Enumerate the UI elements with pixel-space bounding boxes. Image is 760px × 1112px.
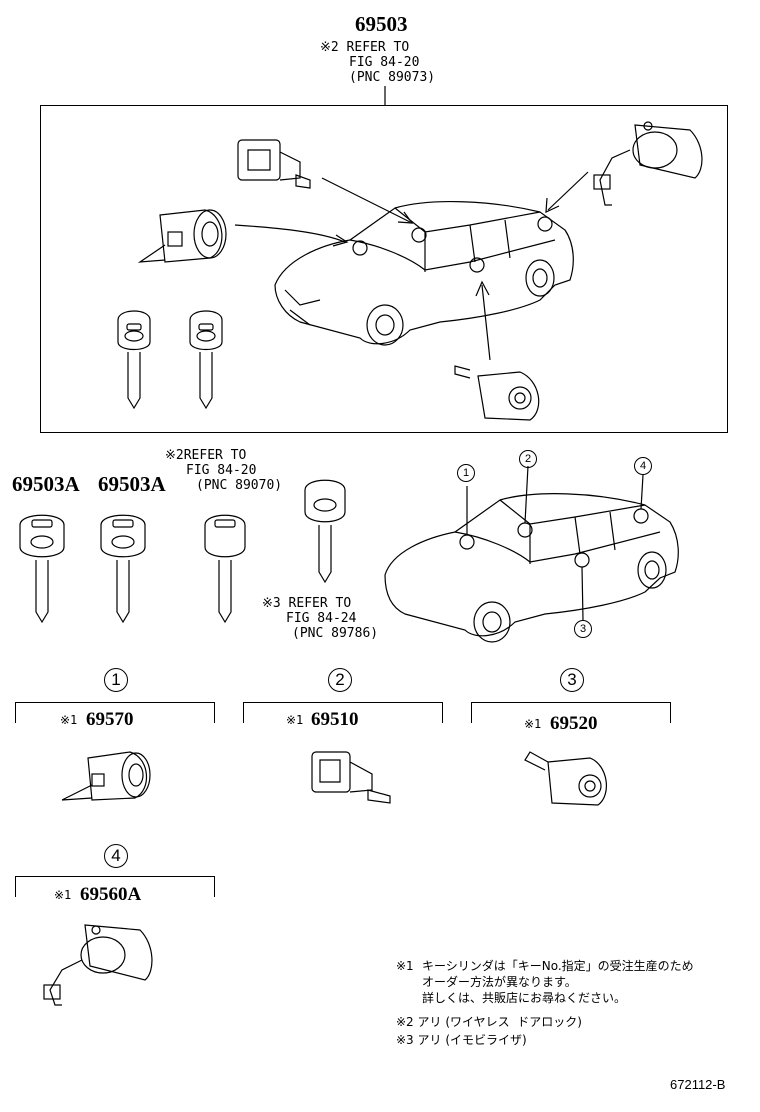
group-1-mark: ※1 bbox=[60, 713, 78, 727]
group-4-mark: ※1 bbox=[54, 888, 72, 902]
key-a-part-number: 69503A bbox=[12, 472, 80, 496]
note2: ※2 アリ (ワイヤレス ドアロック) bbox=[396, 1015, 582, 1029]
key-69503A-a bbox=[19, 514, 65, 624]
group-2-circle: 2 bbox=[328, 668, 352, 692]
key-refer-89070 bbox=[204, 514, 246, 624]
key-69503A-b bbox=[100, 514, 146, 624]
key-refer2-line2: FIG 84-20 bbox=[186, 463, 257, 478]
car-callout-3: 3 bbox=[574, 620, 592, 638]
note1-line2: オーダー方法が異なります。 bbox=[422, 975, 577, 989]
group-3-mark: ※1 bbox=[524, 717, 542, 731]
key-b-part-number: 69503A bbox=[98, 472, 166, 496]
top-key-left bbox=[117, 310, 151, 410]
part-69510-sketch bbox=[311, 751, 391, 804]
note1-line1: キーシリンダは「キーNo.指定」の受注生産のため bbox=[422, 959, 694, 973]
group-3-circle: 3 bbox=[560, 668, 584, 692]
key-refer2-line1: ※2REFER TO bbox=[165, 448, 247, 463]
key-refer2-line3: (PNC 89070) bbox=[196, 478, 283, 493]
key-refer3-line2: FIG 84-24 bbox=[286, 611, 357, 626]
top-door-cylinder-part bbox=[237, 139, 311, 189]
car-top-illustration bbox=[274, 201, 574, 346]
note1-line3: 詳しくは、共販店にお尋ねください。 bbox=[422, 991, 627, 1005]
group-1-part-number: 69570 bbox=[86, 709, 134, 730]
group-2-part-number: 69510 bbox=[311, 709, 359, 730]
car-callout-1: 1 bbox=[457, 464, 475, 482]
top-refer-line1: ※2 REFER TO bbox=[320, 40, 410, 55]
top-refer-line3: (PNC 89073) bbox=[349, 70, 436, 85]
top-ignition-cylinder-part bbox=[137, 209, 227, 263]
top-part-number: 69503 bbox=[355, 12, 408, 36]
top-key-right bbox=[189, 310, 223, 410]
group-4-bracket bbox=[15, 876, 215, 897]
key-refer-89786 bbox=[304, 479, 346, 584]
car-callout-4: 4 bbox=[634, 457, 652, 475]
group-4-circle: 4 bbox=[104, 844, 128, 868]
car-callout-2: 2 bbox=[519, 450, 537, 468]
group-2-bracket bbox=[243, 702, 443, 723]
top-refer-line2: FIG 84-20 bbox=[349, 55, 420, 70]
car-middle-illustration bbox=[384, 465, 679, 643]
note1-mark: ※1 bbox=[396, 959, 414, 973]
top-rear-door-cylinder-part bbox=[454, 365, 540, 421]
top-arrows bbox=[234, 171, 589, 361]
part-69570-sketch bbox=[61, 751, 151, 801]
top-trunk-cylinder-part bbox=[593, 121, 703, 206]
group-4-part-number: 69560A bbox=[80, 884, 142, 905]
part-69560A-sketch bbox=[43, 924, 153, 1006]
group-3-bracket bbox=[471, 702, 671, 723]
key-refer3-line3: (PNC 89786) bbox=[292, 626, 379, 641]
group-1-circle: 1 bbox=[104, 668, 128, 692]
figure-id: 672112-B bbox=[670, 1077, 726, 1092]
note3: ※3 アリ (イモビライザ) bbox=[396, 1033, 527, 1047]
part-69520-sketch bbox=[524, 751, 607, 806]
group-1-bracket bbox=[15, 702, 215, 723]
key-refer3-line1: ※3 REFER TO bbox=[262, 596, 352, 611]
group-2-mark: ※1 bbox=[286, 713, 304, 727]
group-3-part-number: 69520 bbox=[550, 713, 598, 734]
key-set-frame bbox=[40, 105, 728, 433]
